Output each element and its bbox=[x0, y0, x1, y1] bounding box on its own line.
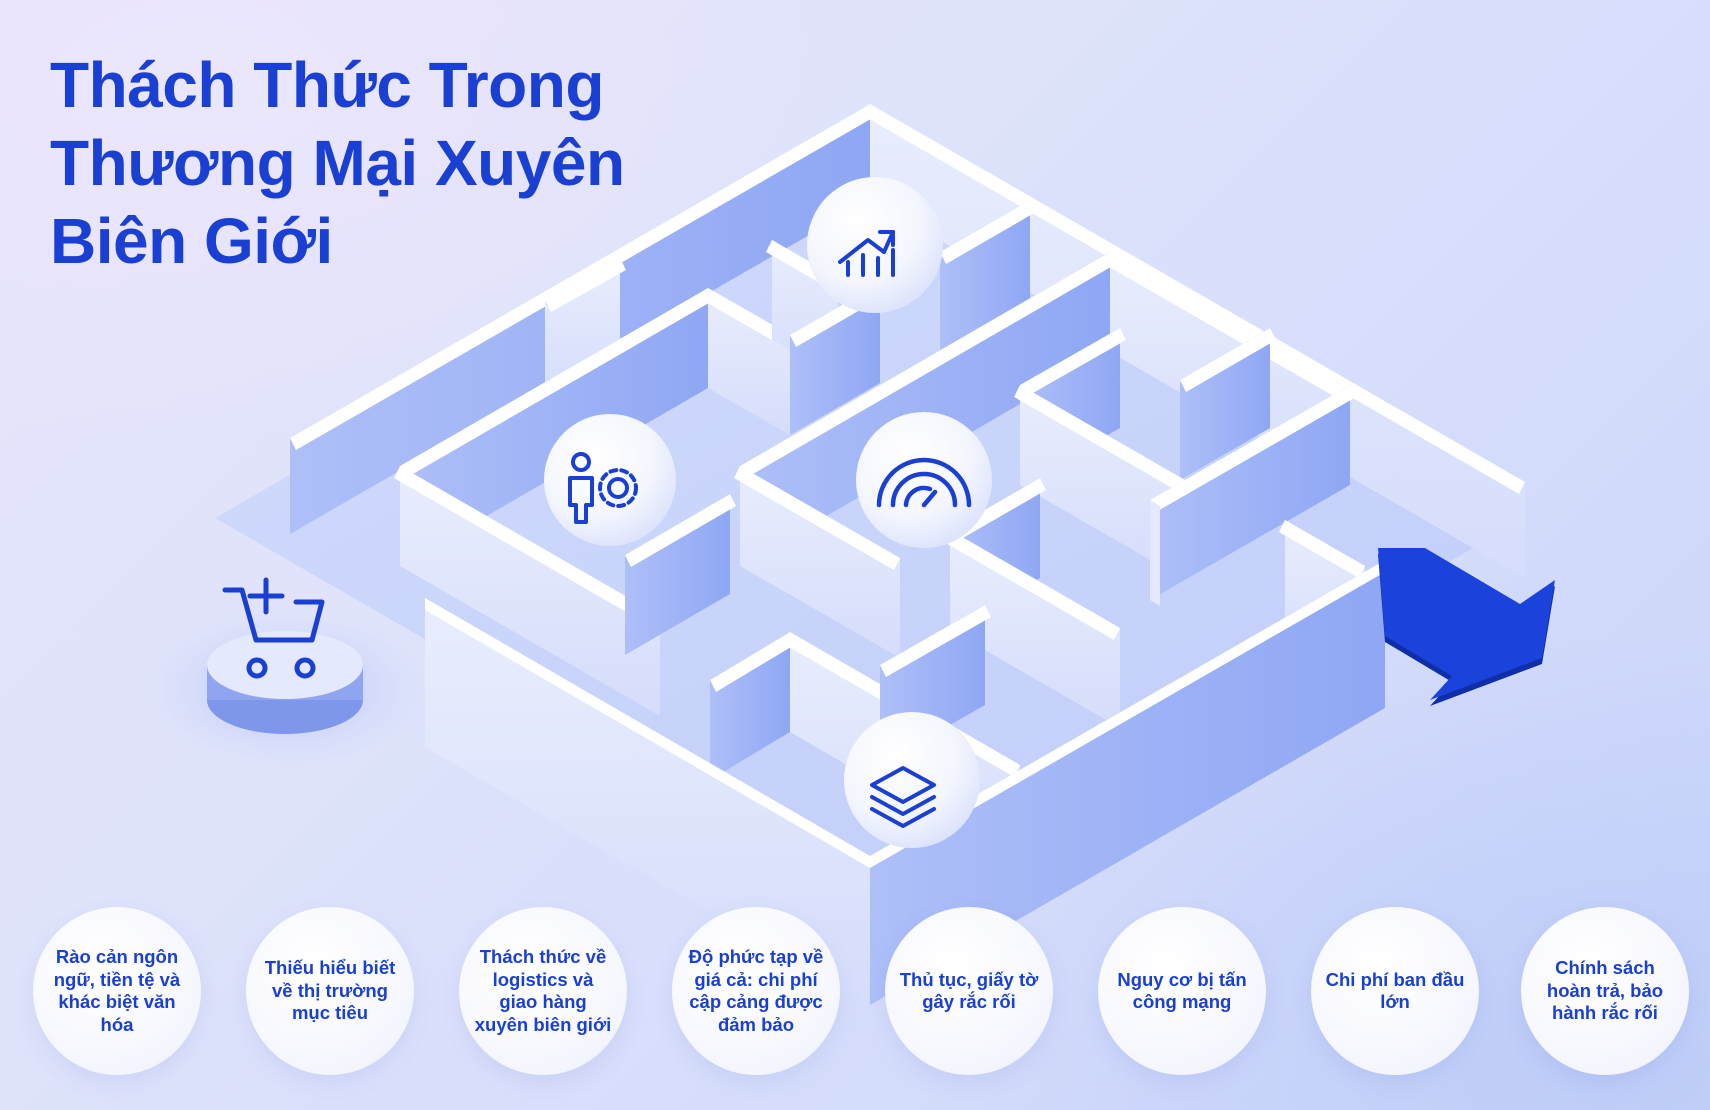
challenge-bubble: Thách thức về logistics và giao hàng xuy… bbox=[459, 907, 627, 1075]
maze-wall bbox=[1014, 385, 1185, 580]
person-gear-icon bbox=[544, 414, 676, 546]
page-title: Thách Thức Trong Thương Mại Xuyên Biên G… bbox=[50, 49, 625, 277]
challenge-text: Rào cản ngôn ngữ, tiền tệ và khác biệt v… bbox=[53, 946, 181, 1035]
challenge-text: Chính sách hoàn trả, bảo hành rắc rối bbox=[1546, 957, 1664, 1024]
challenge-bubble: Chi phí ban đầu lớn bbox=[1311, 907, 1479, 1075]
challenge-bubble: Độ phức tạp về giá cả: chi phí cập cảng … bbox=[672, 907, 840, 1075]
maze-wall bbox=[734, 466, 900, 658]
challenge-text: Nguy cơ bị tấn công mạng bbox=[1117, 968, 1247, 1013]
challenge-text: Chi phí ban đầu lớn bbox=[1325, 968, 1465, 1013]
maze-wall bbox=[425, 598, 870, 1005]
challenge-bubble: Thiếu hiểu biết về thị trường mục tiêu bbox=[246, 907, 414, 1075]
maze-wall bbox=[394, 466, 660, 716]
maze-wall bbox=[940, 200, 1036, 352]
challenge-text: Thách thức về logistics và giao hàng xuy… bbox=[474, 946, 612, 1035]
challenge-bubble: Thủ tục, giấy tờ gây rắc rối bbox=[885, 907, 1053, 1075]
challenge-text: Độ phức tạp về giá cả: chi phí cập cảng … bbox=[688, 946, 824, 1035]
maze-wall bbox=[870, 560, 1385, 1005]
maze-wall bbox=[766, 240, 886, 435]
maze-wall bbox=[625, 494, 736, 655]
chart-up-icon bbox=[807, 177, 943, 313]
challenge-text: Thiếu hiểu biết về thị trường mục tiêu bbox=[264, 957, 396, 1024]
challenge-bubble: Nguy cơ bị tấn công mạng bbox=[1098, 907, 1266, 1075]
shopping-cart-plus-icon bbox=[145, 577, 425, 766]
stacked-layers-icon bbox=[844, 712, 980, 848]
maze-wall bbox=[1150, 385, 1356, 606]
gauge-icon bbox=[856, 412, 992, 548]
maze-wall bbox=[400, 288, 790, 566]
challenge-text: Thủ tục, giấy tờ gây rắc rối bbox=[899, 968, 1039, 1013]
arrow-down-right-icon bbox=[1378, 548, 1555, 706]
challenge-bubble: Chính sách hoàn trả, bảo hành rắc rối bbox=[1521, 907, 1689, 1075]
challenge-bubble: Rào cản ngôn ngữ, tiền tệ và khác biệt v… bbox=[33, 907, 201, 1075]
